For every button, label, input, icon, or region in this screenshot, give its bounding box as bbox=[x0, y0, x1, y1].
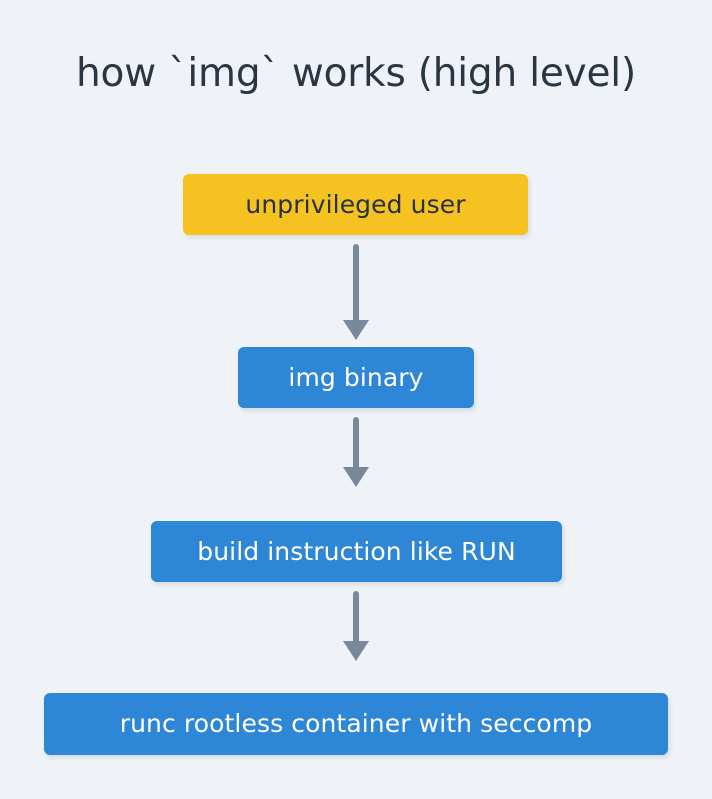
arrowhead-icon bbox=[343, 641, 369, 661]
arrowhead-icon bbox=[343, 320, 369, 340]
node-label: build instruction like RUN bbox=[197, 536, 516, 566]
node-runc-rootless-container[interactable]: runc rootless container with seccomp bbox=[44, 693, 668, 755]
edge-unprivileged-user-to-img-binary bbox=[343, 244, 369, 340]
node-build-instruction[interactable]: build instruction like RUN bbox=[151, 521, 562, 582]
edge-build-instruction-to-runc-rootless bbox=[343, 591, 369, 661]
node-img-binary[interactable]: img binary bbox=[238, 347, 474, 408]
page-title: how `img` works (high level) bbox=[76, 51, 636, 96]
node-label: img binary bbox=[288, 362, 424, 392]
edge-img-binary-to-build-instruction bbox=[343, 417, 369, 487]
node-label: unprivileged user bbox=[245, 189, 466, 219]
arrowhead-icon bbox=[343, 467, 369, 487]
node-unprivileged-user[interactable]: unprivileged user bbox=[183, 174, 528, 235]
node-label: runc rootless container with seccomp bbox=[119, 709, 593, 738]
